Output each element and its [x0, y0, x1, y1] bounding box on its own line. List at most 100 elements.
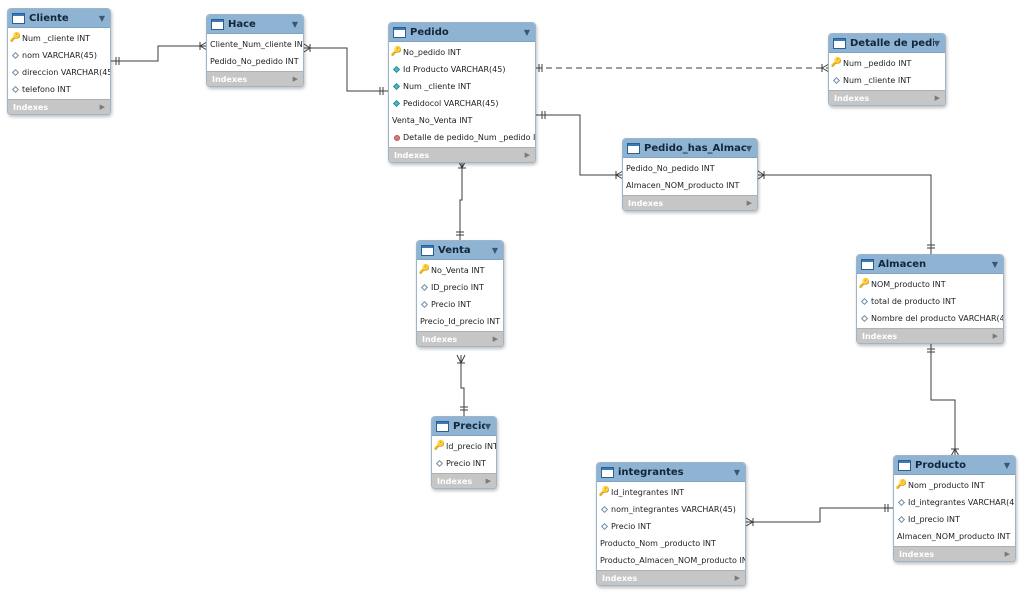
column-row[interactable]: 🔑Nom _producto INT	[894, 477, 1015, 494]
entity-header[interactable]: Precio ▼	[432, 417, 496, 436]
collapse-arrow-icon[interactable]: ▼	[523, 27, 530, 37]
relationship-pedido-pedidohasalmacen[interactable]	[536, 111, 624, 180]
column-row[interactable]: Venta_No_Venta INT	[389, 112, 535, 129]
column-row[interactable]: 🔑No_Venta INT	[417, 262, 503, 279]
column-row[interactable]: Almacen_NOM_producto INT	[894, 528, 1015, 545]
relationship-pedidohasalmacen-almacen[interactable]	[757, 170, 935, 255]
relationship-integrantes-producto[interactable]	[745, 504, 894, 527]
column-label: Precio INT	[431, 300, 472, 309]
indexes-section[interactable]: Indexes ▶	[8, 99, 110, 114]
indexes-section[interactable]: Indexes ▶	[829, 90, 945, 105]
column-row[interactable]: direccion VARCHAR(45)	[8, 64, 110, 81]
column-label: Detalle de pedido_Num _pedido INT	[403, 133, 535, 142]
collapse-arrow-icon[interactable]: ▼	[291, 19, 298, 29]
expand-arrow-icon[interactable]: ▶	[524, 151, 530, 159]
column-row[interactable]: Num _cliente INT	[829, 72, 945, 89]
column-row[interactable]: Precio INT	[597, 518, 745, 535]
relationship-pedido-venta[interactable]	[456, 159, 467, 241]
column-row[interactable]: Num _cliente INT	[389, 78, 535, 95]
expand-arrow-icon[interactable]: ▶	[746, 199, 752, 207]
expand-arrow-icon[interactable]: ▶	[492, 335, 498, 343]
entity-header[interactable]: Venta ▼	[417, 241, 503, 260]
indexes-section[interactable]: Indexes ▶	[417, 331, 503, 346]
collapse-arrow-icon[interactable]: ▼	[98, 13, 105, 23]
key-glyph: 🔑	[858, 279, 871, 289]
entity-header[interactable]: Detalle de pedido ▼	[829, 34, 945, 53]
column-row[interactable]: 🔑Num _cliente INT	[8, 30, 110, 47]
expand-arrow-icon[interactable]: ▶	[934, 94, 940, 102]
relationship-pedido-detalle[interactable]	[536, 63, 830, 73]
expand-arrow-icon[interactable]: ▶	[485, 477, 491, 485]
column-row[interactable]: Detalle de pedido_Num _pedido INT	[389, 129, 535, 146]
primary-key-icon: 🔑	[419, 266, 430, 275]
collapse-arrow-icon[interactable]: ▼	[745, 143, 752, 153]
expand-arrow-icon[interactable]: ▶	[1004, 550, 1010, 558]
column-row[interactable]: telefono INT	[8, 81, 110, 98]
relationship-almacen-producto[interactable]	[927, 344, 960, 457]
column-row[interactable]: Pedido_No_pedido INT	[623, 160, 757, 177]
table-icon	[211, 18, 224, 30]
column-row[interactable]: 🔑NOM_producto INT	[857, 276, 1003, 293]
collapse-arrow-icon[interactable]: ▼	[991, 259, 998, 269]
indexes-section[interactable]: Indexes ▶	[857, 328, 1003, 343]
expand-arrow-icon[interactable]: ▶	[734, 574, 740, 582]
column-row[interactable]: 🔑No_pedido INT	[389, 44, 535, 61]
indexes-section[interactable]: Indexes ▶	[432, 473, 496, 488]
column-row[interactable]: Precio INT	[417, 296, 503, 313]
entity-header[interactable]: Pedido_has_Almacen ▼	[623, 139, 757, 158]
entity-header[interactable]: Pedido ▼	[389, 23, 535, 42]
column-row[interactable]: Precio_Id_precio INT	[417, 313, 503, 330]
entity-pedido-has-almacen[interactable]: Pedido_has_Almacen ▼ Pedido_No_pedido IN…	[622, 138, 758, 211]
expand-arrow-icon[interactable]: ▶	[992, 332, 998, 340]
entity-header[interactable]: Hace ▼	[207, 15, 303, 34]
column-label: nom VARCHAR(45)	[22, 51, 97, 60]
column-row[interactable]: Almacen_NOM_producto INT	[623, 177, 757, 194]
foreign-key-icon	[392, 99, 401, 108]
column-row[interactable]: 🔑Id_integrantes INT	[597, 484, 745, 501]
relationship-hace-pedido[interactable]	[303, 43, 389, 95]
entity-header[interactable]: Producto ▼	[894, 456, 1015, 475]
column-row[interactable]: 🔑Num _pedido INT	[829, 55, 945, 72]
column-row[interactable]: nom VARCHAR(45)	[8, 47, 110, 64]
column-row[interactable]: Producto_Nom _producto INT	[597, 535, 745, 552]
indexes-section[interactable]: Indexes ▶	[207, 71, 303, 86]
indexes-section[interactable]: Indexes ▶	[389, 147, 535, 162]
column-row[interactable]: Id_precio INT	[894, 511, 1015, 528]
expand-arrow-icon[interactable]: ▶	[292, 75, 298, 83]
collapse-arrow-icon[interactable]: ▼	[1003, 460, 1010, 470]
column-row[interactable]: ID_precio INT	[417, 279, 503, 296]
column-row[interactable]: Pedidocol VARCHAR(45)	[389, 95, 535, 112]
column-row[interactable]: Pedido_No_pedido INT	[207, 53, 303, 70]
collapse-arrow-icon[interactable]: ▼	[484, 421, 491, 431]
collapse-arrow-icon[interactable]: ▼	[491, 245, 498, 255]
column-row[interactable]: Id_integrantes VARCHAR(45)	[894, 494, 1015, 511]
entity-cliente[interactable]: Cliente ▼ 🔑Num _cliente INT nom VARCHAR(4…	[7, 8, 111, 115]
entity-detalle-de-pedido[interactable]: Detalle de pedido ▼ 🔑Num _pedido INTNum …	[828, 33, 946, 106]
column-row[interactable]: Nombre del producto VARCHAR(45)	[857, 310, 1003, 327]
collapse-arrow-icon[interactable]: ▼	[733, 467, 740, 477]
column-row[interactable]: 🔑Id_precio INT	[432, 438, 496, 455]
relationship-cliente-hace[interactable]	[111, 41, 208, 65]
indexes-section[interactable]: Indexes ▶	[623, 195, 757, 210]
column-row[interactable]: Cliente_Num_cliente INT	[207, 36, 303, 53]
expand-arrow-icon[interactable]: ▶	[99, 103, 105, 111]
entity-header[interactable]: Almacen ▼	[857, 255, 1003, 274]
collapse-arrow-icon[interactable]: ▼	[933, 38, 940, 48]
entity-header[interactable]: integrantes ▼	[597, 463, 745, 482]
column-row[interactable]: Precio INT	[432, 455, 496, 472]
indexes-section[interactable]: Indexes ▶	[894, 546, 1015, 561]
relationship-venta-precio[interactable]	[456, 354, 468, 417]
column-row[interactable]: Producto_Almacen_NOM_producto INT	[597, 552, 745, 569]
column-row[interactable]: nom_integrantes VARCHAR(45)	[597, 501, 745, 518]
entity-header[interactable]: Cliente ▼	[8, 9, 110, 28]
column-row[interactable]: Id Producto VARCHAR(45)	[389, 61, 535, 78]
column-row[interactable]: total de producto INT	[857, 293, 1003, 310]
indexes-section[interactable]: Indexes ▶	[597, 570, 745, 585]
